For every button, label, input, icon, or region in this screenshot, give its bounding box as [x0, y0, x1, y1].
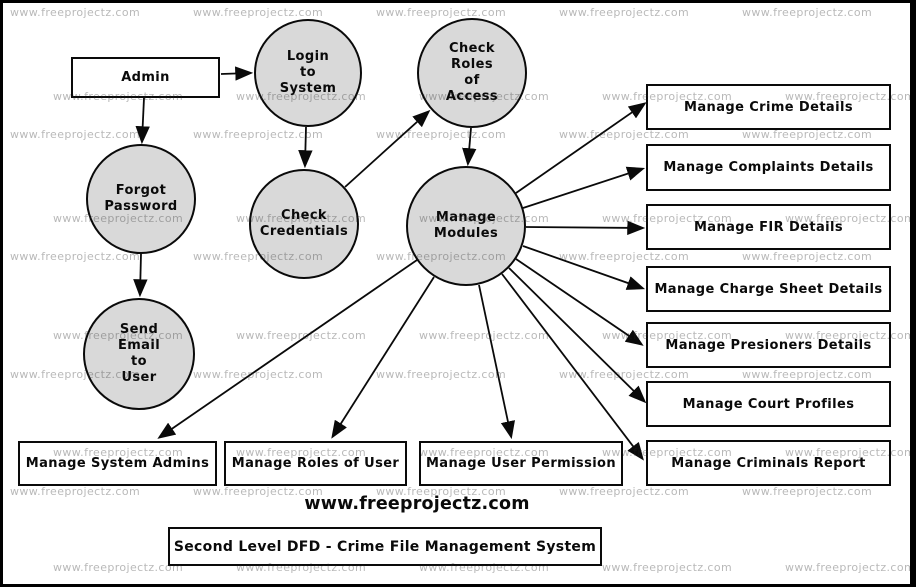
process-login-label: Login to System — [279, 49, 337, 96]
process-check-credentials: Check Credentials — [249, 169, 359, 279]
store-label: Manage FIR Details — [693, 219, 844, 235]
arrow-check-credentials-to-check-roles — [344, 109, 431, 188]
frame-border-top — [0, 0, 916, 3]
process-check-roles-of-access: Check Roles of Access — [417, 18, 527, 128]
frame-border-left — [0, 0, 3, 587]
store-label: Manage User Permission — [425, 456, 617, 471]
arrow-modules-to-court-profiles — [508, 267, 647, 404]
arrow-admin-to-login — [220, 66, 254, 81]
store-manage-user-permission: Manage User Permission — [419, 441, 623, 486]
process-login-to-system: Login to System — [254, 19, 362, 127]
entity-admin: Admin — [71, 57, 220, 98]
process-manage-modules: Manage Modules — [406, 166, 526, 286]
store-label: Manage Complaints Details — [663, 160, 874, 175]
arrow-modules-to-user-permission — [478, 284, 515, 440]
arrow-modules-to-criminals-report — [501, 273, 644, 461]
arrow-modules-to-crime-details — [515, 102, 647, 194]
store-manage-presioners-details: Manage Presioners Details — [646, 322, 891, 368]
store-label: Manage System Admins — [25, 456, 210, 471]
store-manage-court-profiles: Manage Court Profiles — [646, 381, 891, 427]
process-send-email-to-user: Send Email to User — [83, 298, 195, 410]
store-manage-system-admins: Manage System Admins — [18, 441, 217, 486]
store-manage-fir-details: Manage FIR Details — [646, 204, 891, 250]
store-manage-criminals-report: Manage Criminals Report — [646, 440, 891, 486]
arrow-modules-to-charge-sheet — [522, 245, 646, 290]
frame-border-right — [910, 0, 916, 587]
store-manage-crime-details: Manage Crime Details — [646, 84, 891, 130]
process-check-credentials-label: Check Credentials — [259, 208, 349, 239]
arrow-modules-to-complaints-details — [522, 166, 646, 209]
store-label: Manage Roles of User — [231, 456, 400, 471]
process-manage-modules-label: Manage Modules — [433, 210, 499, 241]
footer-site-text: www.freeprojectz.com — [304, 494, 530, 514]
store-label: Manage Criminals Report — [671, 455, 866, 471]
store-manage-charge-sheet-details: Manage Charge Sheet Details — [646, 266, 891, 312]
arrow-modules-to-presioners — [515, 258, 644, 346]
store-label: Manage Presioners Details — [665, 337, 872, 353]
arrow-modules-to-roles-of-user — [331, 276, 435, 439]
store-manage-roles-of-user: Manage Roles of User — [224, 441, 407, 486]
arrow-modules-to-fir-details — [525, 220, 646, 236]
diagram-title: Second Level DFD - Crime File Management… — [173, 538, 597, 555]
process-check-roles-label: Check Roles of Access — [445, 41, 499, 104]
arrow-modules-to-system-admins — [157, 259, 418, 439]
process-send-email-label: Send Email to User — [117, 322, 161, 385]
entity-admin-label: Admin — [121, 70, 170, 85]
store-label: Manage Crime Details — [684, 99, 853, 115]
arrow-forgot-password-to-send-email — [133, 253, 148, 298]
arrow-check-roles-to-manage-modules — [462, 127, 477, 167]
frame-border-bottom — [0, 584, 916, 587]
process-forgot-password: Forgot Password — [86, 144, 196, 254]
store-manage-complaints-details: Manage Complaints Details — [646, 144, 891, 191]
store-label: Manage Charge Sheet Details — [654, 281, 883, 297]
process-forgot-password-label: Forgot Password — [104, 183, 178, 214]
diagram-title-box: Second Level DFD - Crime File Management… — [168, 527, 602, 566]
store-label: Manage Court Profiles — [682, 396, 855, 412]
arrow-admin-to-forgot-password — [135, 97, 150, 145]
arrow-login-to-check-credentials — [298, 126, 313, 169]
